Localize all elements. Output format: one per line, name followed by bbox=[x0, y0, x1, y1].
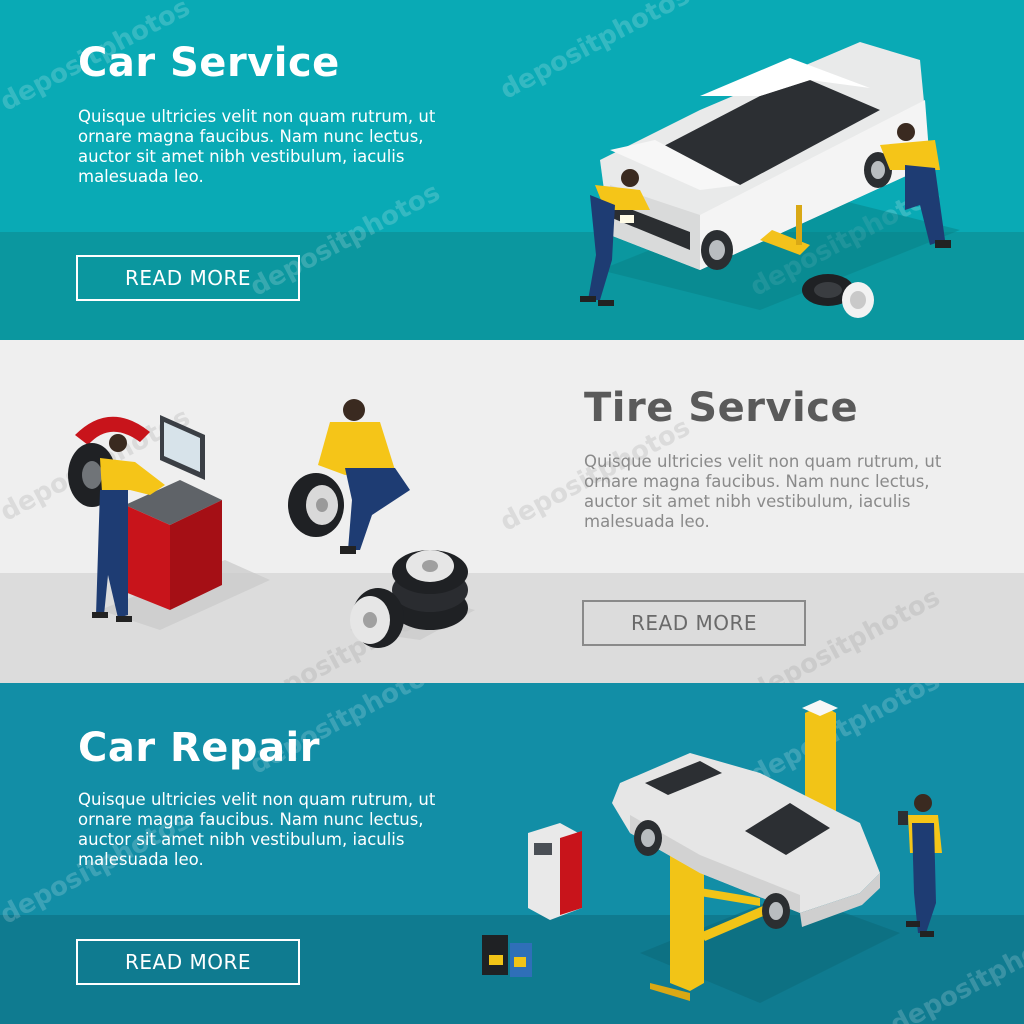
car-icon bbox=[600, 42, 930, 270]
mechanic-icon bbox=[92, 434, 165, 622]
wheel-balancer-icon bbox=[68, 415, 222, 610]
car-service-banner: depositphotos depositphotos depositphoto… bbox=[0, 0, 1024, 340]
ac-service-machine-icon bbox=[528, 823, 582, 920]
tire-service-illustration bbox=[68, 399, 475, 648]
banner-description: Quisque ultricies velit non quam rutrum,… bbox=[78, 790, 436, 869]
mechanic-icon bbox=[318, 399, 410, 554]
banner-title: Tire Service bbox=[584, 385, 859, 431]
read-more-button[interactable]: READ MORE bbox=[76, 255, 300, 301]
banner-title: Car Service bbox=[78, 40, 340, 86]
oil-canister-icon bbox=[482, 935, 532, 977]
tire-icon bbox=[392, 550, 468, 630]
tire-icon bbox=[350, 588, 404, 648]
banner-title: Car Repair bbox=[78, 725, 320, 771]
car-repair-banner: depositphotos depositphotos depositphoto… bbox=[0, 683, 1024, 1024]
read-more-button[interactable]: READ MORE bbox=[76, 939, 300, 985]
banner-description: Quisque ultricies velit non quam rutrum,… bbox=[78, 107, 436, 186]
tire-icon bbox=[288, 473, 344, 537]
car-service-illustration bbox=[580, 42, 960, 318]
mechanic-icon bbox=[880, 123, 951, 248]
car-repair-illustration bbox=[482, 700, 942, 1003]
mechanic-icon bbox=[898, 794, 942, 937]
mechanic-icon bbox=[580, 169, 650, 306]
car-jack-icon bbox=[760, 205, 810, 255]
tire-icon bbox=[802, 274, 874, 318]
banner-description: Quisque ultricies velit non quam rutrum,… bbox=[584, 452, 942, 531]
read-more-button[interactable]: READ MORE bbox=[582, 600, 806, 646]
car-icon bbox=[612, 753, 880, 929]
tire-service-banner: depositphotos depositphotos depositphoto… bbox=[0, 340, 1024, 683]
